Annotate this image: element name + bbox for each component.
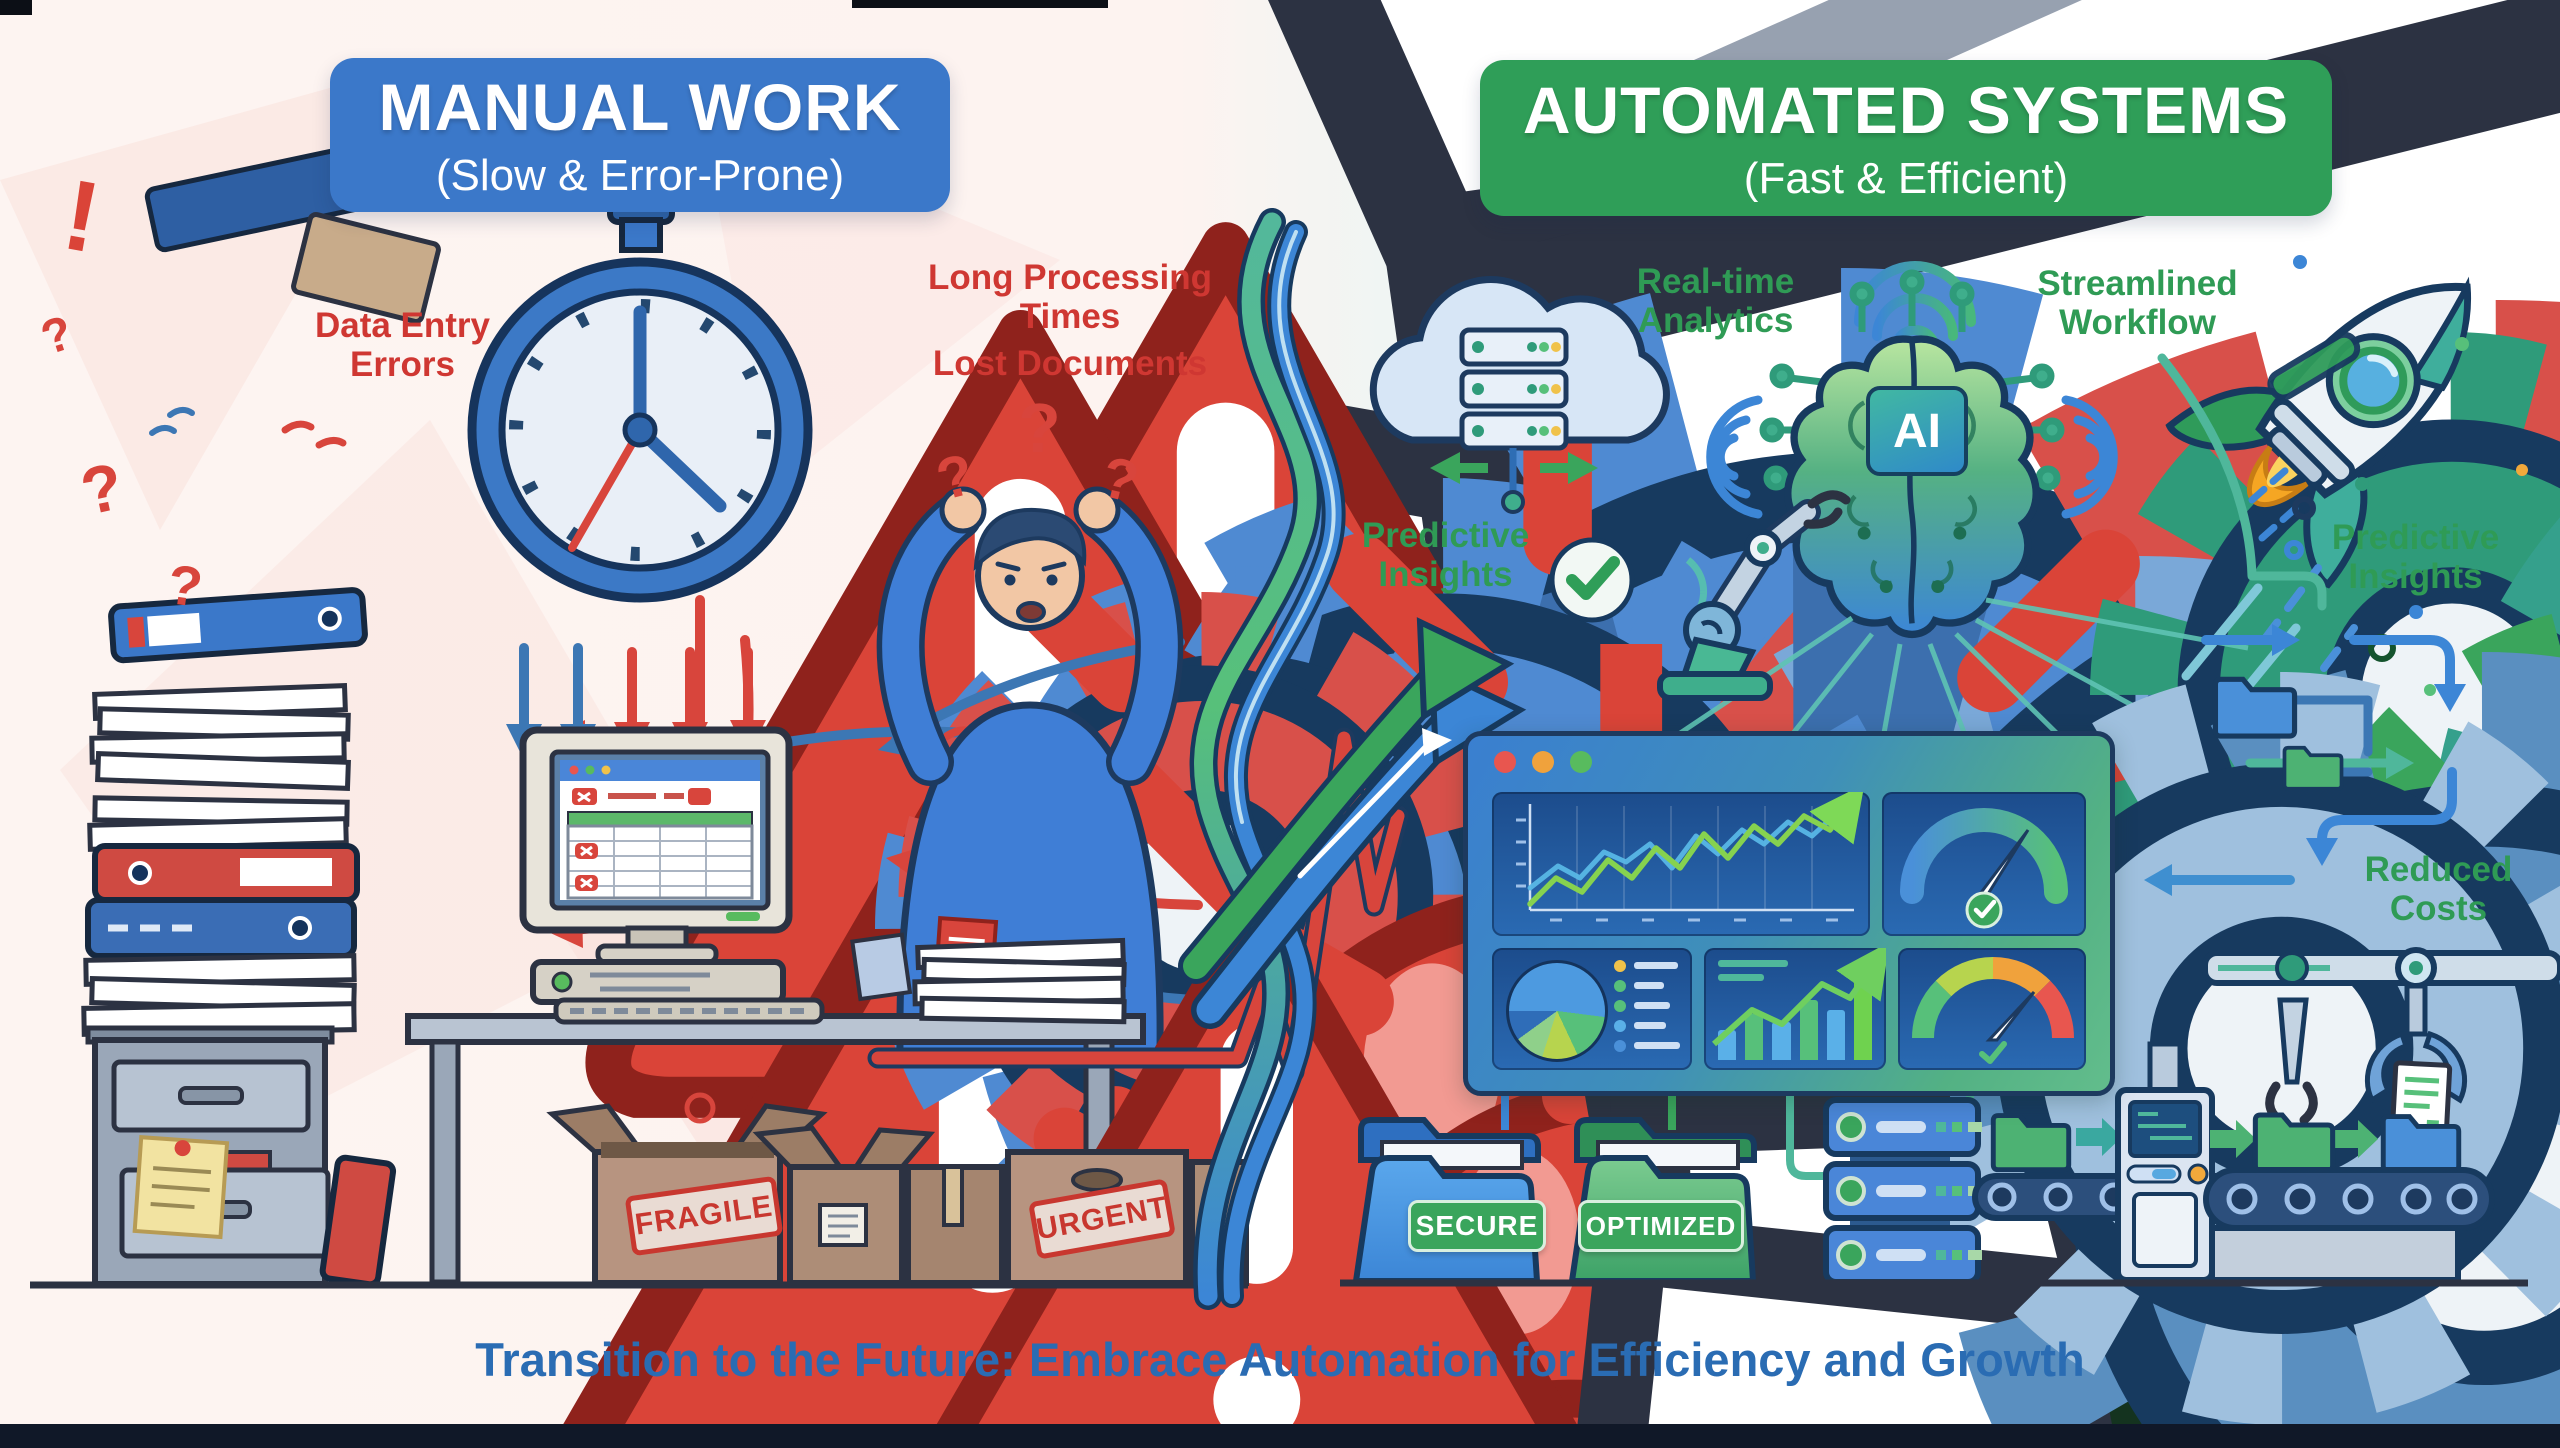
automated-systems-subtitle: (Fast & Efficient) xyxy=(1743,154,2069,203)
rocket-icon xyxy=(2165,276,2472,589)
label-predictive-insights-right: Predictive Insights xyxy=(2331,518,2500,597)
binder-blue xyxy=(85,897,357,959)
robot-gripper-assembly xyxy=(2202,947,2560,1283)
robot-arm-icon xyxy=(1657,490,1851,701)
bar-trend-line xyxy=(1711,948,1886,1047)
label-lost-documents: Lost Documents xyxy=(932,344,1208,383)
footer-caption: Transition to the Future: Embrace Automa… xyxy=(475,1333,2085,1386)
svg-text:?: ? xyxy=(1018,389,1061,467)
server-rack-icon xyxy=(1823,1097,1982,1285)
line-series-green xyxy=(1527,792,1865,907)
desk-paper-pile xyxy=(912,937,1127,1025)
gauge-panel-top xyxy=(1882,792,2086,936)
close-dot-icon xyxy=(1494,751,1516,773)
line-chart-panel xyxy=(1492,792,1870,936)
label-streamlined-workflow: Streamlined Workflow xyxy=(2037,264,2238,343)
crt-computer xyxy=(519,726,1584,1448)
wifi-side-icons xyxy=(1706,395,2118,519)
bar-panel xyxy=(1704,948,1886,1070)
svg-text:?: ? xyxy=(74,448,129,529)
ai-chip: AI xyxy=(1866,386,1968,476)
manual-work-title: MANUAL WORK xyxy=(378,70,902,144)
automated-systems-banner: AUTOMATED SYSTEMS (Fast & Efficient) xyxy=(1480,60,2332,216)
binder-blue-top xyxy=(108,587,368,664)
label-realtime-analytics: Real-time Analytics xyxy=(1636,262,1795,341)
manual-work-subtitle: (Slow & Error-Prone) xyxy=(435,151,845,200)
manual-work-banner: MANUAL WORK (Slow & Error-Prone) xyxy=(330,58,950,212)
folder-icon xyxy=(2282,745,2344,791)
divider-ribbon xyxy=(1189,208,1346,1310)
window-controls xyxy=(1494,751,1592,773)
cloud-server-icon xyxy=(1369,276,1670,514)
gear-check-mark xyxy=(1566,556,1620,600)
sticky-note xyxy=(132,1135,230,1240)
file-cabinet xyxy=(85,625,2560,1448)
maximize-dot-icon xyxy=(1570,751,1592,773)
secure-badge: SECURE xyxy=(1408,1200,1546,1252)
transition-arrow xyxy=(1178,617,1527,1029)
label-predictive-insights-left: Predictive Insights xyxy=(1361,516,1530,595)
automated-systems-title: AUTOMATED SYSTEMS xyxy=(1522,73,2290,147)
ai-brain-icon xyxy=(1759,269,2065,638)
label-data-entry-errors: Data Entry Errors xyxy=(314,306,491,385)
question-marks-left: ? ? ? xyxy=(35,306,206,619)
leaning-red-binder xyxy=(319,1154,397,1288)
minimize-dot-icon xyxy=(1532,751,1554,773)
optimized-badge: OPTIMIZED xyxy=(1578,1200,1744,1252)
pie-legend xyxy=(1614,959,1680,1052)
binder-red xyxy=(92,843,360,903)
label-long-processing-times: Long Processing Times xyxy=(928,258,1212,337)
folder-icon xyxy=(2215,679,2294,736)
line-series-blue xyxy=(1527,811,1839,891)
bottom-bar xyxy=(0,1424,2560,1448)
pie-chart xyxy=(1506,960,1608,1062)
label-reduced-costs: Reduced Costs xyxy=(2364,850,2513,929)
analytics-dashboard-window xyxy=(1463,731,2115,1096)
flowchart xyxy=(2144,353,2466,896)
gauge-panel-bottom xyxy=(1898,948,2086,1070)
pie-panel xyxy=(1492,948,1692,1070)
ai-chip-label: AI xyxy=(1893,404,1941,458)
